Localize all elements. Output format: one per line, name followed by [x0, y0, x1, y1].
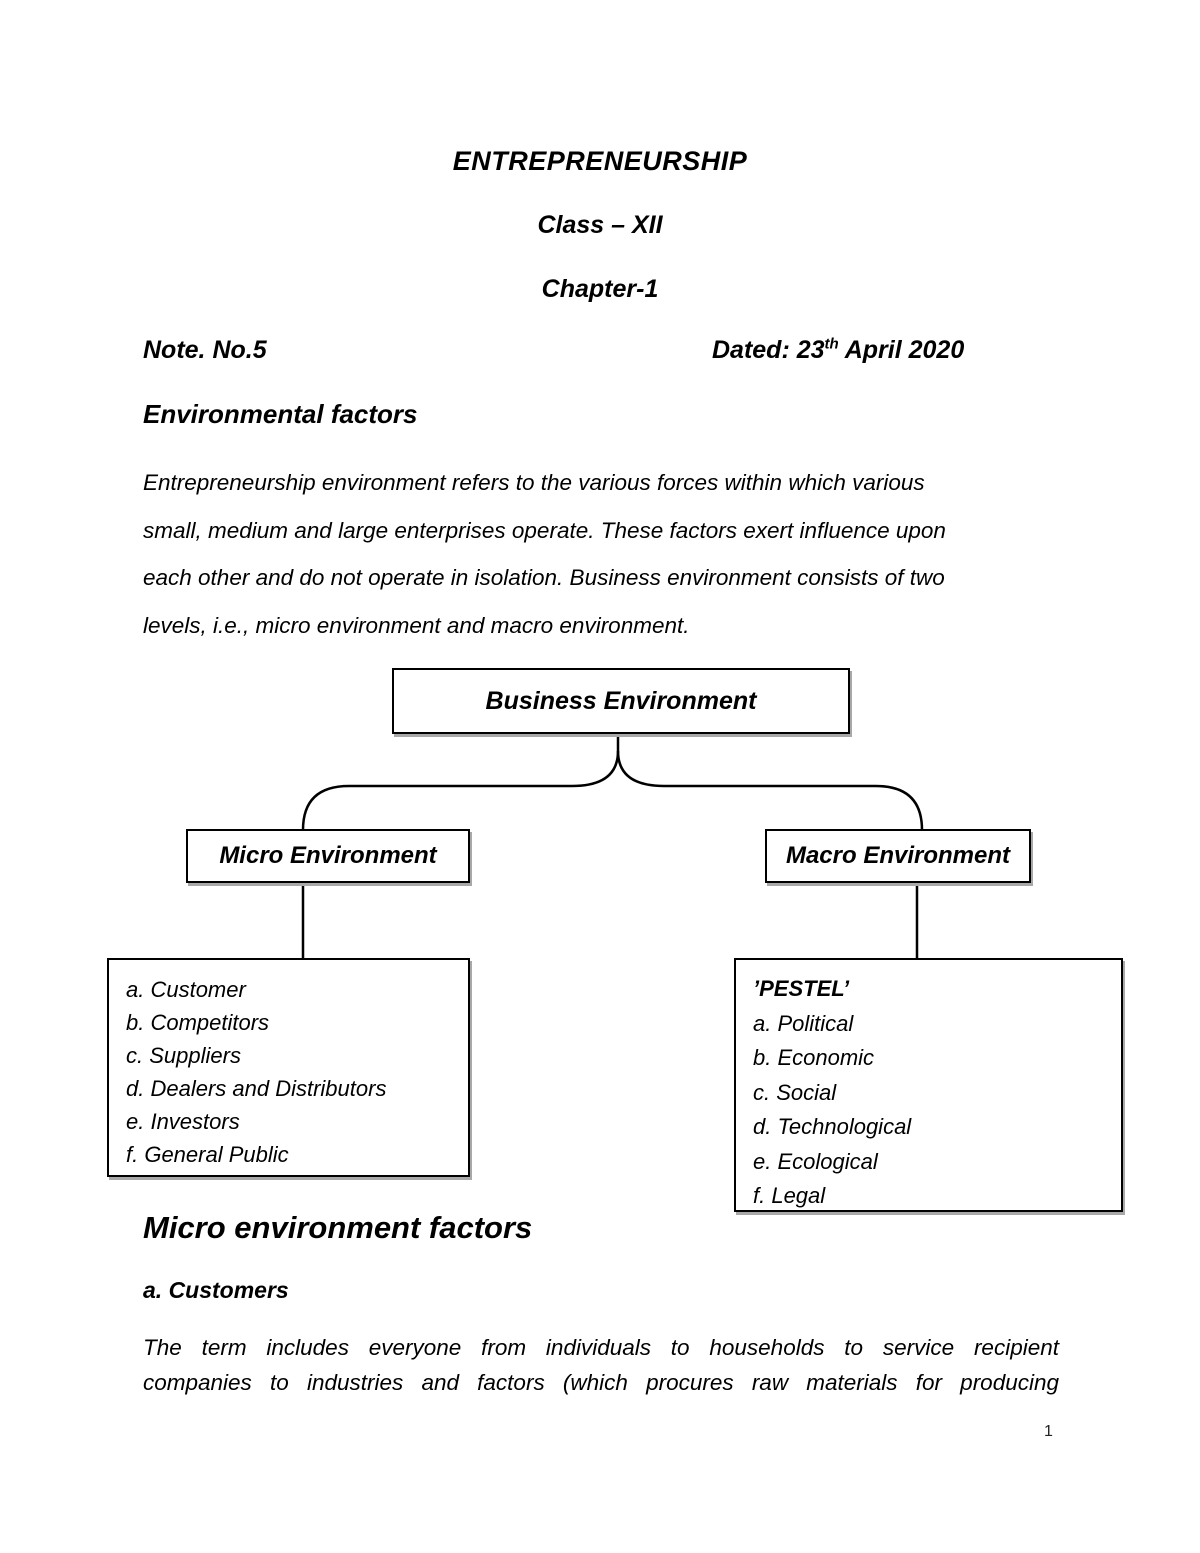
paragraph-line: The term includes everyone from individu…	[143, 1335, 1059, 1360]
dated-prefix: Dated: 23	[712, 336, 825, 364]
environment-paragraph: Entrepreneurship environment refers to t…	[143, 459, 1059, 649]
dated-suffix: April 2020	[838, 336, 965, 364]
page-number: 1	[1044, 1423, 1053, 1440]
micro-environment-box: Micro Environment	[186, 829, 470, 883]
business-environment-box: Business Environment	[392, 668, 850, 734]
micro-list-item: c. Suppliers	[126, 1043, 241, 1068]
macro-list-item: a. Political	[753, 1010, 854, 1036]
macro-environment-box: Macro Environment	[765, 829, 1031, 883]
customers-paragraph: The term includes everyone from individu…	[143, 1331, 1059, 1400]
brace-connector-right	[616, 750, 924, 831]
paragraph-line: levels, i.e., micro environment and macr…	[143, 612, 690, 638]
macro-list-item: e. Ecological	[753, 1148, 878, 1174]
doc-chapter-line: Chapter-1	[541, 275, 659, 303]
paragraph-line: small, medium and large enterprises oper…	[143, 517, 946, 543]
micro-factors-list-box: a. Customer b. Competitors c. Suppliers …	[107, 958, 470, 1177]
paragraph-line: companies to industries and factors (whi…	[143, 1369, 1059, 1395]
micro-list-item: b. Competitors	[126, 1010, 270, 1035]
macro-list-item: c. Social	[753, 1079, 837, 1105]
environmental-factors-heading: Environmental factors	[143, 399, 418, 429]
macro-factors-list-box: ’PESTEL’ a. Political b. Economic c. Soc…	[734, 958, 1123, 1212]
doc-title: ENTREPRENEURSHIP	[452, 146, 748, 176]
paragraph-line: Entrepreneurship environment refers to t…	[143, 470, 925, 495]
pestel-title: ’PESTEL’	[753, 976, 850, 1001]
dated-line: Dated: 23th April 2020	[712, 336, 964, 365]
note-number: Note. No.5	[143, 336, 267, 364]
macro-list-item: b. Economic	[753, 1045, 875, 1070]
micro-list-item: d. Dealers and Distributors	[126, 1076, 387, 1101]
dated-ordinal-superscript: th	[824, 335, 839, 353]
diagram-connectors	[301, 734, 924, 958]
micro-list-item: e. Investors	[126, 1109, 240, 1134]
customers-subheading: a. Customers	[143, 1277, 289, 1303]
macro-list-item: d. Technological	[753, 1114, 912, 1139]
micro-list-item: a. Customer	[126, 977, 246, 1002]
macro-list-item: f. Legal	[753, 1183, 826, 1208]
micro-factors-heading: Micro environment factors	[143, 1210, 533, 1245]
micro-list-item: f. General Public	[126, 1142, 289, 1167]
paragraph-line: each other and do not operate in isolati…	[143, 565, 945, 590]
business-environment-diagram: Business Environment Micro Environment M…	[0, 660, 1200, 1220]
doc-class-line: Class – XII	[537, 211, 663, 239]
brace-connector-left	[301, 734, 620, 831]
